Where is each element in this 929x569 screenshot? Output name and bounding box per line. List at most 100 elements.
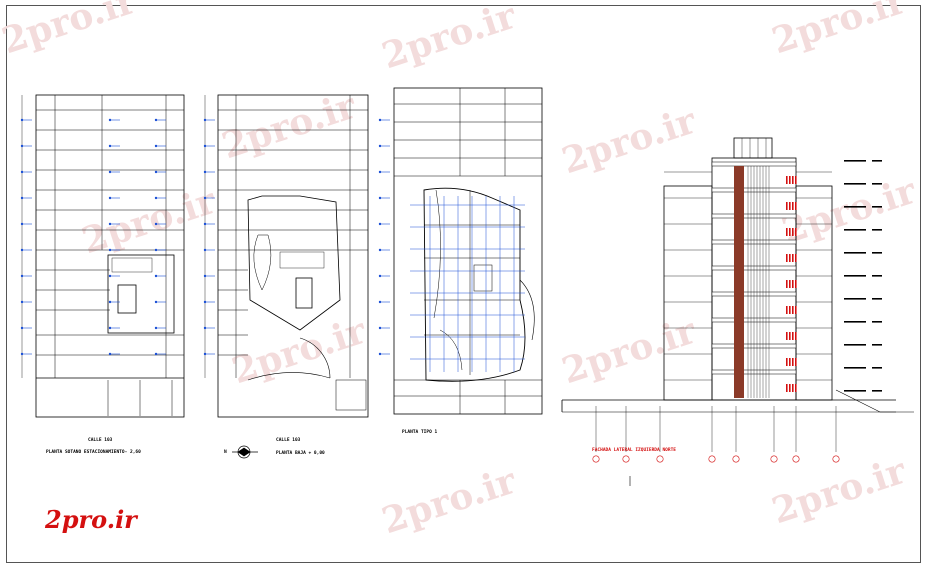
level-annotation-mark: [844, 367, 866, 369]
dimension-dot: [203, 196, 207, 200]
dimension-dot: [108, 300, 112, 304]
dimension-dot: [108, 196, 112, 200]
dimension-dot: [20, 352, 24, 356]
dimension-dot: [378, 248, 382, 252]
level-annotation-mark: [872, 344, 882, 346]
north-mark-label: N: [224, 450, 227, 455]
window-stripe: [786, 358, 788, 366]
drawing-frame: [6, 5, 921, 563]
dimension-dot: [154, 248, 158, 252]
dimension-dot: [20, 326, 24, 330]
window-stripe: [789, 332, 791, 340]
dimension-dot: [203, 118, 207, 122]
street-label-ground: CALLE 103: [276, 438, 301, 443]
dimension-dot: [203, 144, 207, 148]
level-annotation-mark: [872, 298, 882, 300]
level-annotation-mark: [844, 390, 866, 392]
dimension-dot: [378, 274, 382, 278]
level-annotation-mark: [872, 367, 882, 369]
dimension-dot: [378, 118, 382, 122]
dimension-dot: [108, 352, 112, 356]
dimension-dot: [20, 248, 24, 252]
plan-ground: [204, 94, 369, 418]
dimension-dot: [378, 196, 382, 200]
dimension-dot: [203, 222, 207, 226]
dimension-lines: [20, 118, 525, 372]
window-stripe: [795, 280, 797, 288]
window-stripe: [786, 332, 788, 340]
dimension-dot: [108, 248, 112, 252]
plan-basement: [21, 94, 185, 418]
dimension-dot: [20, 196, 24, 200]
window-stripe: [795, 202, 797, 210]
dimension-dot: [154, 300, 158, 304]
window-stripe: [786, 254, 788, 262]
window-stripe: [786, 280, 788, 288]
dimension-dot: [20, 222, 24, 226]
window-stripe: [786, 202, 788, 210]
level-annotation-mark: [872, 275, 882, 277]
level-annotation-mark: [872, 390, 882, 392]
plan-typical: [393, 87, 543, 415]
window-stripe: [792, 228, 794, 236]
elevation-title: FACHADA LATERAL IZQUIERDA NORTE: [592, 448, 676, 453]
axis-marker: [622, 455, 630, 463]
dimension-dot: [154, 144, 158, 148]
dimension-dot: [203, 352, 207, 356]
dimension-dot: [203, 248, 207, 252]
level-annotation-mark: [872, 229, 882, 231]
window-stripe: [792, 176, 794, 184]
axis-marker: [832, 455, 840, 463]
dimension-dot: [203, 300, 207, 304]
dimension-dot: [108, 222, 112, 226]
window-stripe: [786, 384, 788, 392]
dimension-dot: [154, 222, 158, 226]
window-stripe: [792, 280, 794, 288]
axis-marker: [770, 455, 778, 463]
street-label-basement: CALLE 103: [88, 438, 113, 443]
window-stripe: [792, 384, 794, 392]
level-annotation-mark: [844, 298, 866, 300]
dimension-dot: [154, 118, 158, 122]
dimension-dot: [378, 144, 382, 148]
window-stripe: [792, 358, 794, 366]
dimension-dot: [20, 274, 24, 278]
level-annotation-mark: [844, 160, 866, 162]
window-stripe: [789, 254, 791, 262]
axis-marker: [732, 455, 740, 463]
dimension-dot: [154, 274, 158, 278]
dimension-dot: [108, 326, 112, 330]
level-annotation-mark: [872, 206, 882, 208]
axis-marker: [792, 455, 800, 463]
window-stripe: [795, 254, 797, 262]
window-stripe: [795, 176, 797, 184]
plan-title-basement: PLANTA SOTANO ESTACIONAMIENTO- 2,60: [46, 450, 141, 455]
elevation-floor-bands: [664, 161, 832, 398]
window-stripe: [786, 306, 788, 314]
window-stripe: [795, 358, 797, 366]
level-annotations: [844, 160, 882, 392]
dimension-dot: [203, 274, 207, 278]
level-annotation-mark: [872, 252, 882, 254]
plan-title-ground: PLANTA BAJA + 0,00: [276, 451, 325, 456]
dimension-dot: [20, 300, 24, 304]
dimension-dot: [20, 118, 24, 122]
dimension-dot: [20, 144, 24, 148]
window-stripe: [789, 202, 791, 210]
dimension-dot: [154, 170, 158, 174]
level-annotation-mark: [844, 275, 866, 277]
window-stripe: [792, 306, 794, 314]
window-stripe: [789, 306, 791, 314]
window-stripe: [789, 176, 791, 184]
axis-marker: [656, 455, 664, 463]
window-stripe: [795, 384, 797, 392]
window-stripe: [789, 228, 791, 236]
dimension-dot: [378, 352, 382, 356]
dimension-dot: [203, 170, 207, 174]
dimension-dot: [108, 170, 112, 174]
level-annotation-mark: [872, 183, 882, 185]
axis-marker: [592, 455, 600, 463]
dimension-dot: [108, 274, 112, 278]
level-annotation-mark: [844, 229, 866, 231]
